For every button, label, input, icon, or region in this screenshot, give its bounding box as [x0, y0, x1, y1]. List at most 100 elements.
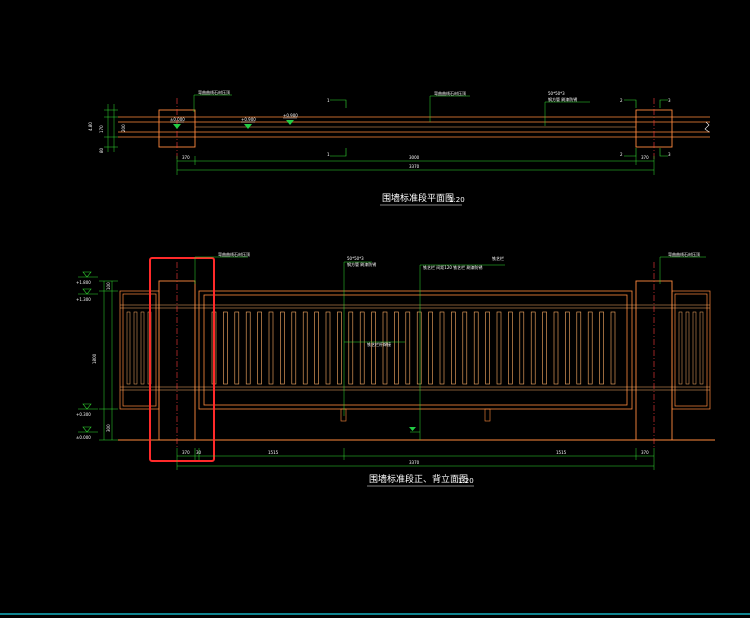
plan-dim-span: 3000: [409, 155, 420, 160]
baluster: [223, 311, 228, 385]
elevation-title: 围墙标准段正、背立面图 1:20: [367, 473, 474, 487]
baluster: [291, 311, 297, 385]
elev-rails: [120, 304, 710, 391]
side-baluster: [678, 311, 683, 385]
elev-balusters: [211, 311, 616, 385]
elev-left-note: 弯曲曲线石材压顶: [218, 251, 250, 257]
elev-dim-seg2: 1515: [556, 450, 567, 455]
elev-level-base: ±0.000: [76, 426, 98, 440]
level-triangle-icon: [244, 124, 252, 129]
plan-level-marker-3: +0.900: [283, 113, 298, 125]
elev-dim-h-top: 100: [106, 282, 111, 290]
plan-leaders: [193, 94, 590, 126]
elevation-title-text: 围墙标准段正、背立面图: [369, 473, 468, 485]
plan-mid-note: 弯曲曲线石材压顶: [434, 90, 466, 96]
elev-left-partial-panel: [119, 290, 160, 410]
elev-dim-h-low: 300: [106, 424, 111, 432]
elev-leaders: [194, 256, 706, 440]
baluster: [473, 311, 479, 385]
baluster: [268, 311, 274, 385]
baluster: [302, 311, 308, 385]
plan-wall-lines: [118, 116, 710, 138]
baluster: [416, 311, 422, 385]
baluster: [530, 311, 536, 385]
baluster: [405, 311, 411, 385]
level-triangle-icon: [173, 124, 181, 129]
level-triangle-icon: [82, 403, 92, 410]
plan-bottom-dimension: [176, 156, 655, 175]
elevation-view: 1800 100 300 +1.800 +1.300 +0.300 ±0.000: [76, 251, 715, 487]
plan-level-marker-1: ±0.000: [170, 117, 185, 129]
plan-right-note-2: 钢方管 刷漆防锈: [548, 96, 577, 102]
baluster: [257, 311, 262, 385]
plan-center-lines: [176, 98, 655, 160]
plan-dim-right-pier: 370: [641, 155, 649, 160]
baluster: [337, 311, 342, 385]
plan-title: 围墙标准段平面图 1:20: [380, 192, 465, 206]
plan-section-mark-3b: 3: [668, 152, 671, 157]
baluster: [462, 311, 468, 385]
baluster: [234, 311, 240, 385]
plan-section-mark-2b: 2: [620, 152, 623, 157]
baluster: [394, 311, 399, 385]
baluster: [610, 311, 616, 385]
level-triangle-icon: [82, 426, 92, 433]
baluster: [382, 311, 388, 385]
baluster: [348, 311, 354, 385]
plan-title-text: 围墙标准段平面图: [382, 192, 454, 204]
svg-text:±0.000: ±0.000: [76, 435, 91, 440]
plan-section-marks: [330, 99, 668, 157]
elev-side-balusters: [126, 311, 704, 385]
svg-text:+0.300: +0.300: [76, 412, 91, 417]
elev-mid-note-3: 铁艺栏: [492, 255, 504, 261]
elev-dim-left-pier: 370: [182, 450, 190, 455]
svg-text:+1.300: +1.300: [76, 297, 91, 302]
side-baluster: [133, 311, 138, 385]
plan-title-scale: 1:20: [449, 196, 465, 204]
elev-dim-seg1: 1515: [268, 450, 279, 455]
plan-dim-side-a: 4.80: [88, 122, 93, 131]
elev-level-low: +0.300: [76, 403, 98, 417]
svg-text:±0.000: ±0.000: [170, 117, 185, 122]
plan-section-mark-2a: 2: [620, 98, 623, 103]
baluster: [451, 311, 456, 385]
level-triangle-icon: [409, 427, 416, 431]
baluster: [245, 311, 251, 385]
highlight-box: [149, 257, 215, 462]
baluster: [587, 311, 593, 385]
plan-right-note-1: 50*50*3: [548, 91, 565, 96]
plan-left-dimension: [104, 104, 118, 152]
elev-dim-height: 1800: [92, 353, 97, 364]
elev-left-dimension: [99, 280, 118, 441]
baluster: [439, 311, 445, 385]
side-baluster: [699, 311, 704, 385]
elev-bottom-dimension: [176, 448, 655, 470]
elev-mid-note-2: 钢方管 刷漆防锈: [347, 261, 376, 267]
elev-right-note: 弯曲曲线石材压顶: [668, 251, 700, 257]
plan-dim-total: 3370: [409, 164, 420, 169]
baluster: [325, 311, 331, 385]
elev-center-lines: [176, 262, 655, 448]
level-triangle-icon: [82, 271, 92, 278]
elev-level-mid: +1.300: [76, 288, 98, 302]
plan-dim-side-c: 200: [121, 124, 126, 132]
level-triangle-icon: [286, 120, 294, 125]
baluster: [565, 311, 570, 385]
svg-text:+1.800: +1.800: [76, 280, 91, 285]
elev-dim-total: 3370: [409, 460, 420, 465]
plan-section-mark-3a: 3: [668, 98, 671, 103]
baluster: [553, 311, 559, 385]
baluster: [576, 311, 582, 385]
baluster: [314, 311, 319, 385]
plan-dim-left-pier: 370: [182, 155, 190, 160]
plan-dim-side-d: 80: [99, 147, 104, 153]
plan-view: 4.80 170 200 80 370 3000 370 3370 1 1 2: [88, 89, 710, 206]
elev-base-marker: [409, 427, 416, 431]
elev-center-note: 铁艺栏杆焊接: [367, 341, 391, 347]
side-baluster: [685, 311, 690, 385]
elev-main-frame: [198, 290, 633, 410]
baluster: [485, 311, 490, 385]
baluster: [371, 311, 376, 385]
elev-mid-note-1: 50*50*3: [347, 256, 364, 261]
